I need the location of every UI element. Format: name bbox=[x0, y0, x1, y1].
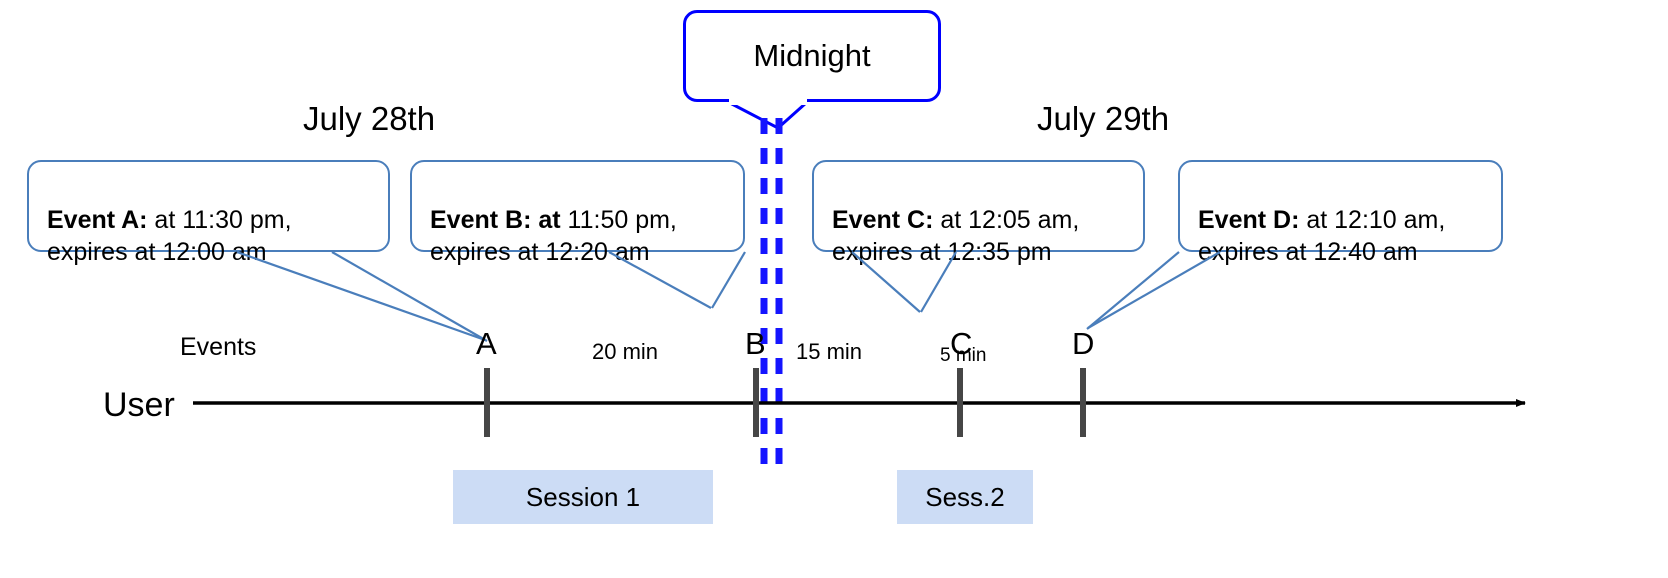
callout-event-b: Event B: at 11:50 pm, expires at 12:20 am bbox=[410, 160, 745, 266]
leader-line-event-a-1 bbox=[236, 250, 486, 342]
midnight-label: Midnight bbox=[753, 38, 871, 73]
gap-label-cd: 5 min bbox=[940, 345, 987, 366]
leader-line-event-d-2 bbox=[1086, 251, 1180, 330]
session-1-label: Session 1 bbox=[525, 481, 641, 512]
callout-event-b-bold: Event B: at bbox=[430, 206, 561, 234]
callout-event-d-rest1: at 12:10 am, bbox=[1299, 206, 1446, 234]
callout-event-d-bold: Event D: bbox=[1198, 206, 1300, 234]
callout-event-a: Event A: at 11:30 pm, expires at 12:00 am bbox=[27, 160, 390, 266]
callout-event-d: Event D: at 12:10 am, expires at 12:40 am bbox=[1178, 160, 1503, 266]
session-box-1: Session 1 bbox=[453, 470, 713, 524]
gap-label-bc: 15 min bbox=[796, 339, 863, 364]
callout-event-a-line2: expires at 12:00 am bbox=[47, 238, 267, 266]
leader-line-event-c-1 bbox=[851, 251, 921, 313]
leader-line-event-c-2 bbox=[920, 251, 957, 313]
tick-label-d: D bbox=[1072, 326, 1095, 361]
callout-event-b-rest1: 11:50 pm, bbox=[560, 206, 677, 234]
midnight-tail-mask bbox=[729, 98, 807, 105]
date-label-left: July 28th bbox=[303, 100, 436, 137]
callout-event-c-rest1: at 12:05 am, bbox=[933, 206, 1080, 234]
leader-line-event-b-2 bbox=[711, 251, 746, 309]
midnight-callout: Midnight bbox=[683, 10, 941, 102]
session-2-label: Sess.2 bbox=[925, 481, 1005, 512]
callout-event-a-bold: Event A: bbox=[47, 206, 148, 234]
gap-label-ab: 20 min bbox=[592, 339, 659, 364]
callout-event-b-line2: expires at 12:20 am bbox=[430, 238, 650, 266]
callout-event-c: Event C: at 12:05 am, expires at 12:35 pm bbox=[812, 160, 1145, 266]
callout-event-c-line2: expires at 12:35 pm bbox=[832, 238, 1052, 266]
row-label-events: Events bbox=[180, 333, 257, 361]
session-box-2: Sess.2 bbox=[897, 470, 1033, 524]
tick-label-a: A bbox=[476, 326, 497, 361]
leader-line-event-d-1 bbox=[1087, 251, 1221, 329]
date-label-right: July 29th bbox=[1037, 100, 1170, 137]
tick-label-b: B bbox=[745, 326, 766, 361]
leader-line-event-b-1 bbox=[608, 251, 712, 309]
midnight-callout-tail bbox=[729, 101, 807, 130]
row-label-user: User bbox=[103, 386, 175, 424]
callout-event-c-bold: Event C: bbox=[832, 206, 934, 234]
callout-event-a-rest1: at 11:30 pm, bbox=[147, 206, 292, 234]
leader-line-event-a-2 bbox=[331, 251, 488, 342]
callout-event-d-line2: expires at 12:40 am bbox=[1198, 238, 1418, 266]
tick-label-c: C bbox=[950, 326, 973, 361]
